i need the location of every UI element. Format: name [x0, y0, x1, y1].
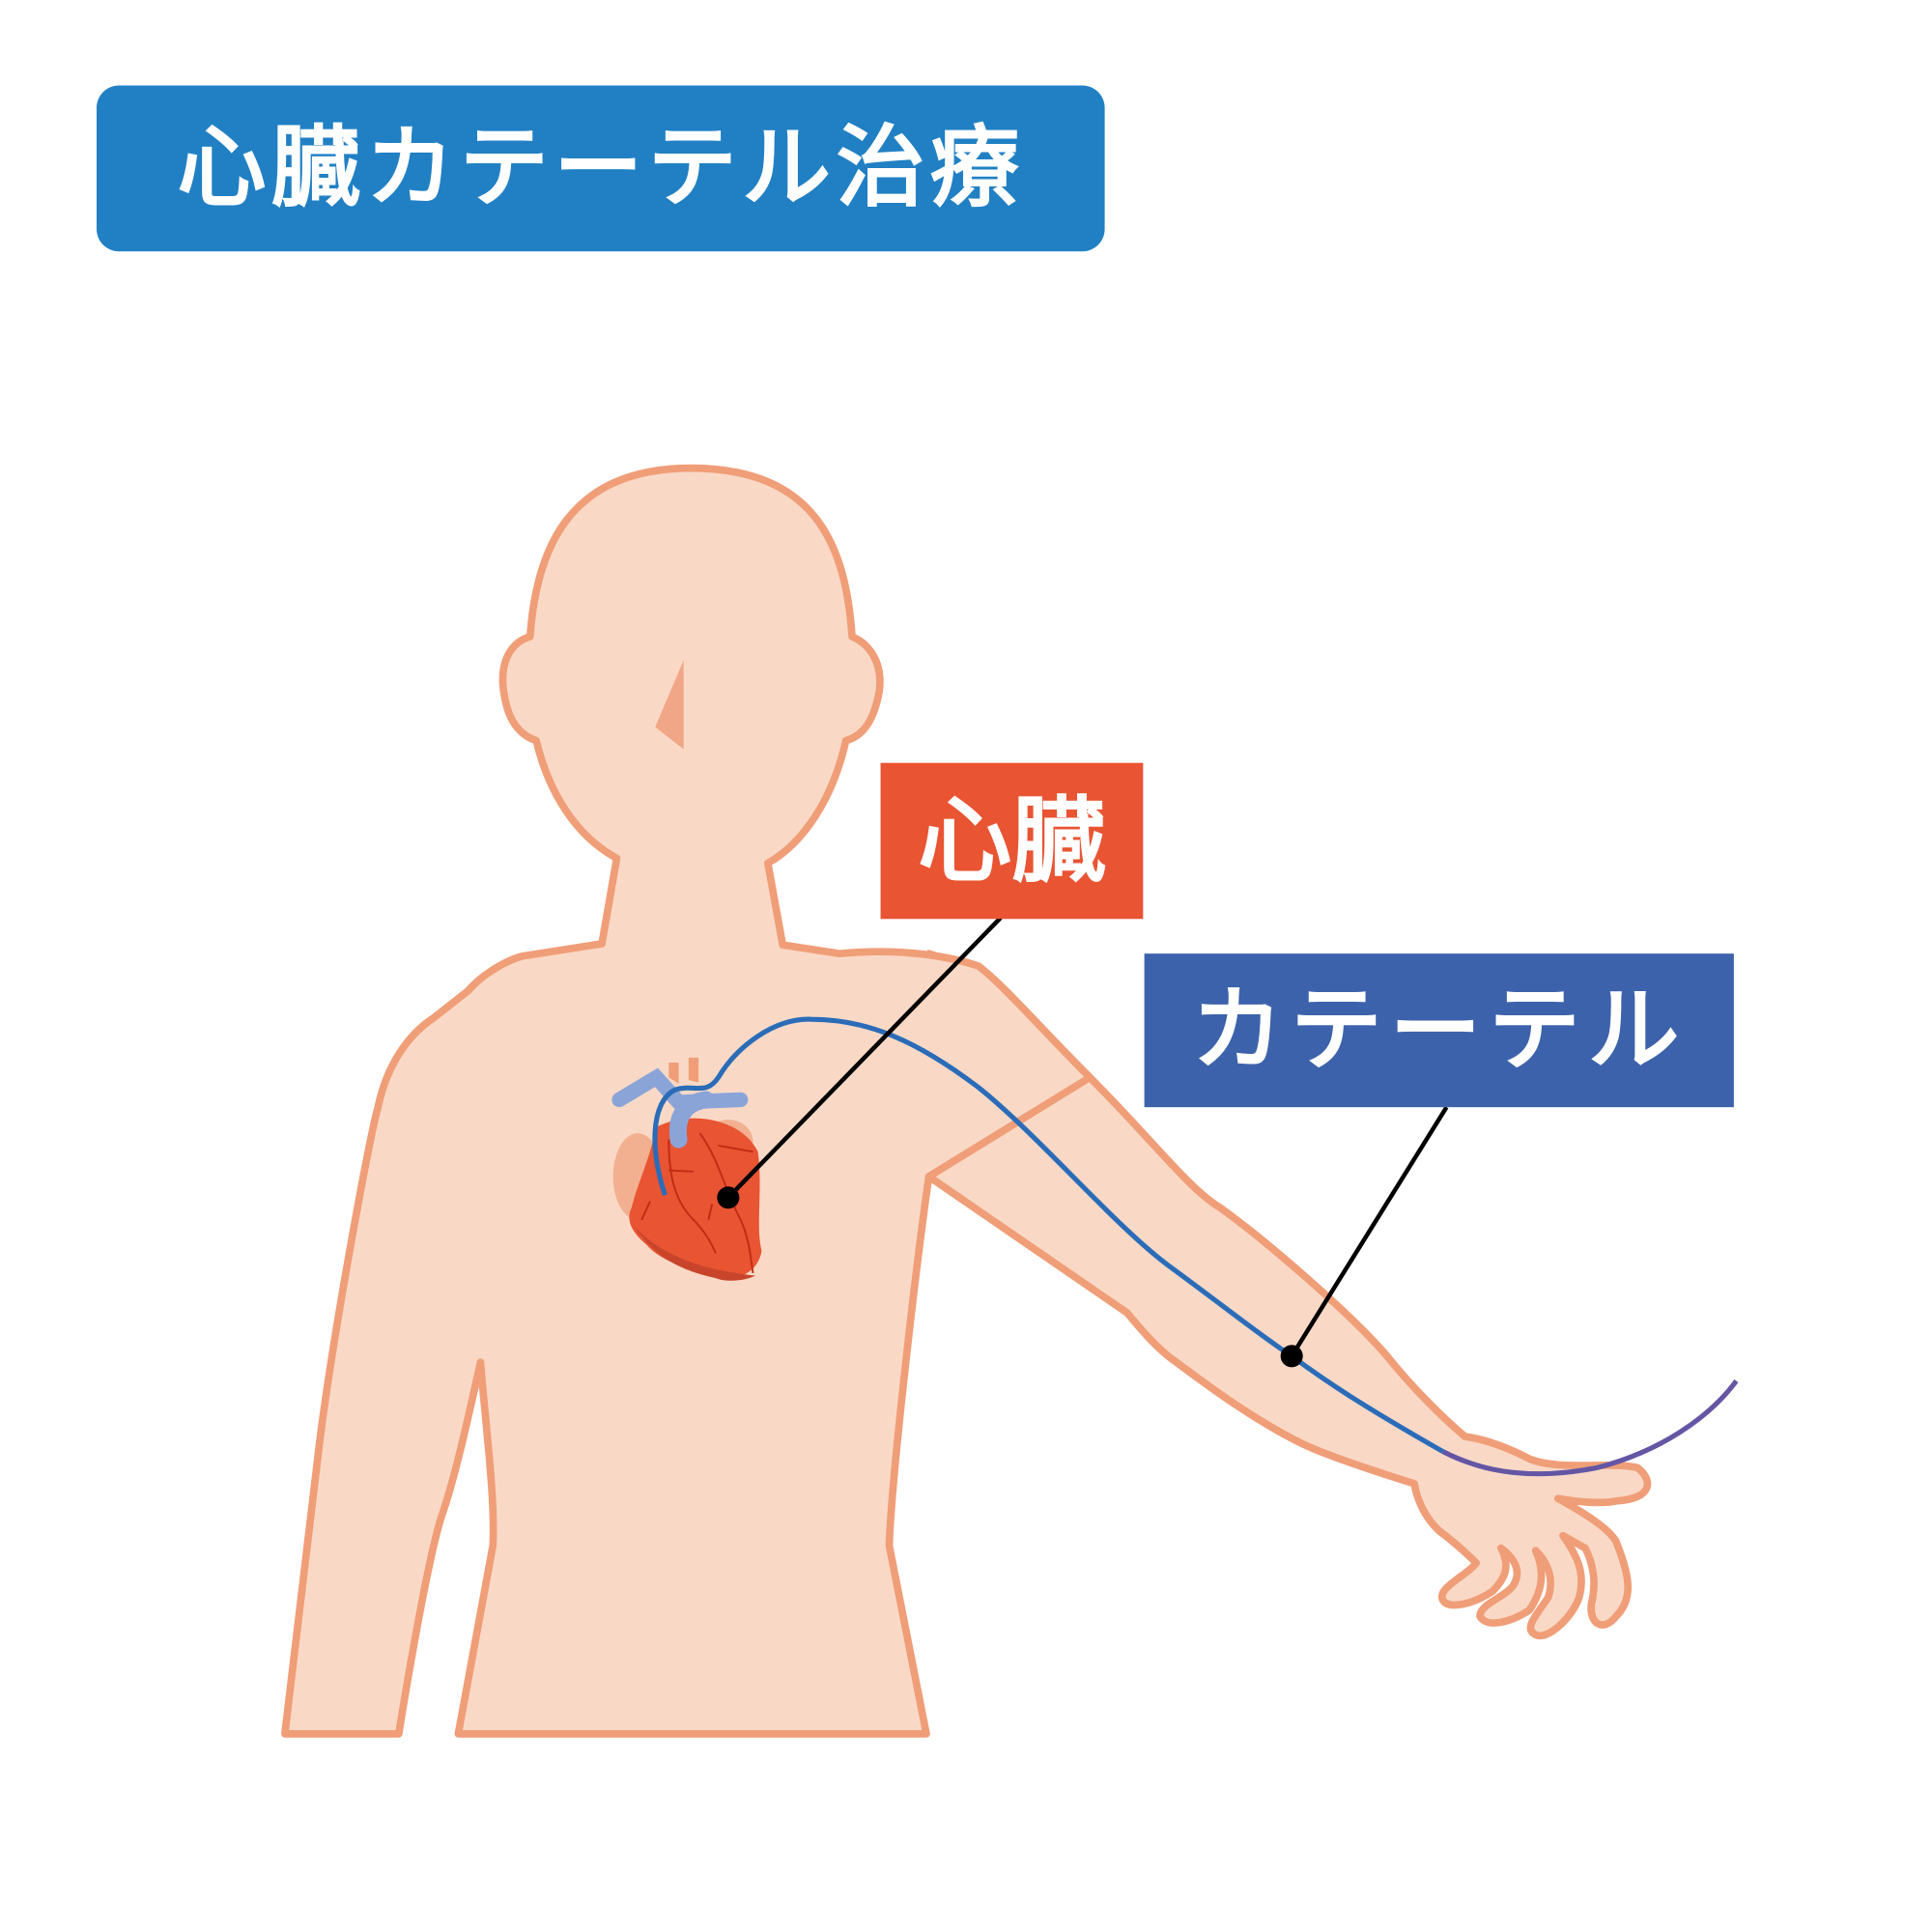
heart-label: 心臓: [880, 762, 1144, 920]
catheter-end: [1441, 1378, 1739, 1477]
catheter-label-text: カテーテル: [1191, 978, 1687, 1084]
title-text: 心臓カテーテル治療: [177, 115, 1024, 219]
heart-label-text: 心臓: [918, 786, 1106, 895]
title-background: [97, 85, 1105, 252]
catheter-label: カテーテル: [1144, 953, 1734, 1108]
catheter-leader-line: [1290, 1105, 1449, 1358]
arm: [924, 950, 1652, 1640]
nose-shadow: [655, 660, 684, 750]
catheter-leader-dot: [1280, 1345, 1303, 1368]
heart-leader-dot: [717, 1186, 740, 1209]
title-banner: 心臓カテーテル治療: [97, 85, 1105, 252]
heart-leader-line: [726, 916, 1003, 1200]
heart-illustration: [611, 1057, 762, 1281]
heart: [629, 1118, 762, 1278]
